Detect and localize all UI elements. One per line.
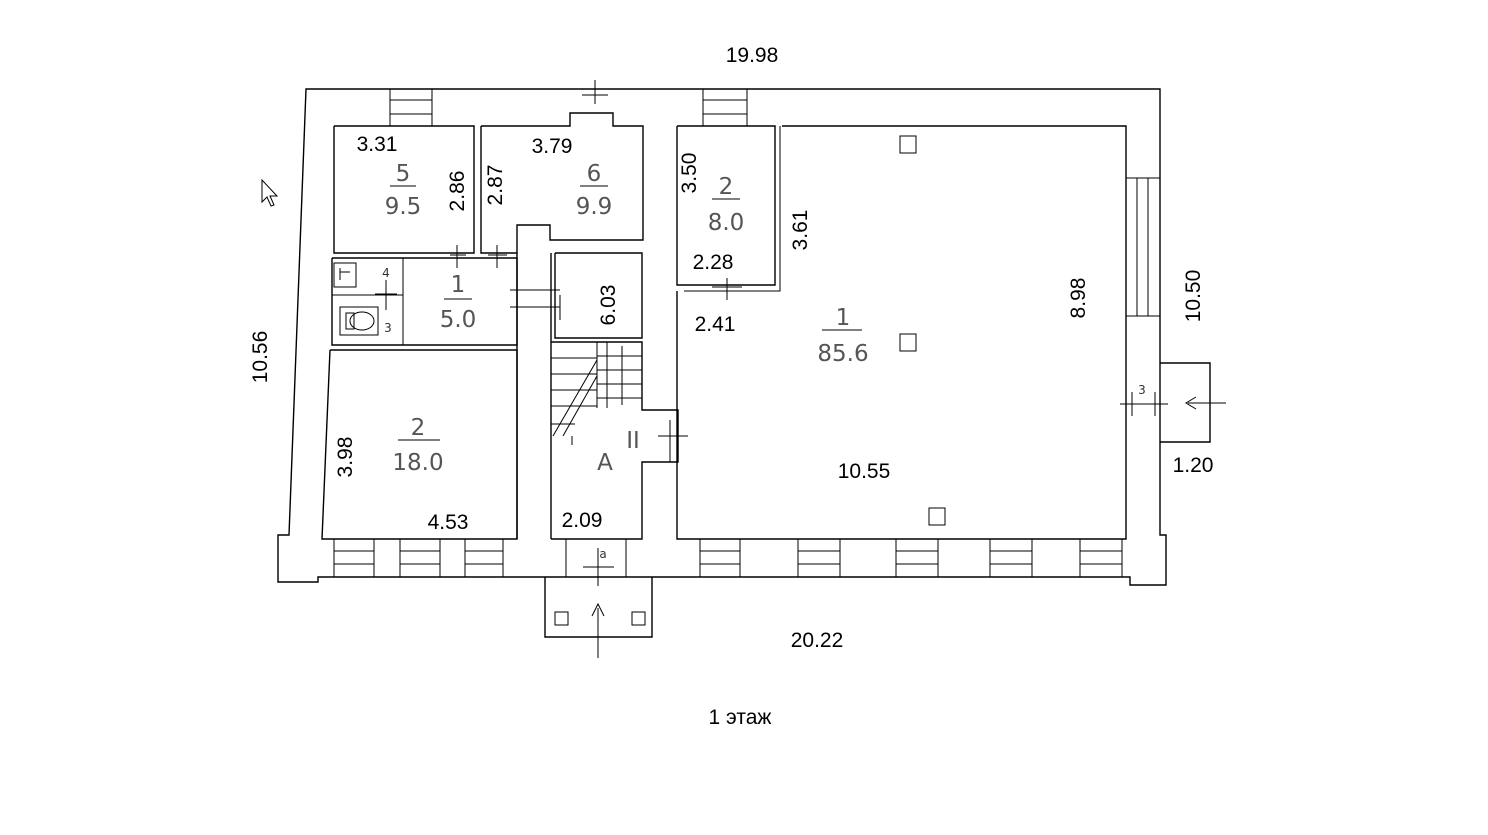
porch-bottom (544, 577, 653, 658)
columns (899, 135, 946, 526)
room-labels: 5 9.5 6 9.9 1 5.0 4 3 2 18.0 2 8.0 1 85.… (382, 161, 1146, 561)
dim-r2a-depth: 3.61 (789, 210, 812, 251)
room-5-area: 9.5 (385, 194, 422, 220)
dim-r6-height: 2.87 (484, 165, 507, 206)
dim-r2-height: 3.98 (334, 437, 357, 478)
window-right (1125, 177, 1161, 317)
floor-label: 1 этаж (709, 706, 772, 729)
stairs (551, 342, 642, 445)
outer-walls (277, 88, 1167, 586)
dimension-labels: 19.98 20.22 10.56 10.50 1.20 3.31 2.86 2… (249, 44, 1213, 652)
hall-number: 1 (836, 305, 851, 331)
dim-hall-offset: 2.41 (695, 313, 736, 336)
room-5-number: 5 (396, 161, 411, 187)
dim-porch-width: 1.20 (1173, 454, 1214, 477)
porch-right (1159, 362, 1226, 443)
dim-left-height: 10.56 (249, 331, 272, 384)
dim-stair-height: 6.03 (597, 285, 620, 326)
room-2a-area: 8.0 (708, 210, 745, 236)
dim-r5-width: 3.31 (357, 133, 398, 156)
stair-letter: А (597, 450, 613, 476)
room-6-number: 6 (587, 161, 602, 187)
room-4-number: 4 (382, 266, 390, 280)
dim-stair-width: 2.09 (562, 509, 603, 532)
dim-r5-height: 2.86 (446, 171, 469, 212)
doors (375, 80, 1168, 586)
dim-r2-width: 4.53 (428, 511, 469, 534)
room-1-area: 5.0 (440, 307, 477, 333)
stair-roman: II (626, 428, 640, 454)
dim-right-height: 10.50 (1182, 270, 1205, 323)
dim-hall-width: 10.55 (838, 460, 891, 483)
dim-hall-height: 8.98 (1067, 278, 1090, 319)
dim-r2a-height: 3.50 (678, 153, 701, 194)
room-2-number: 2 (411, 415, 426, 441)
entrance-a-label: а (599, 547, 606, 561)
room-3-number: 3 (384, 321, 392, 335)
dim-top-width: 19.98 (726, 44, 779, 67)
windows-top (389, 88, 748, 127)
porch-label: 3 (1138, 383, 1146, 397)
hall-area: 85.6 (817, 341, 868, 367)
dim-r6-width: 3.79 (532, 135, 573, 158)
windows-bottom (333, 538, 1123, 578)
room-1-number: 1 (451, 272, 466, 298)
room-2a-number: 2 (719, 174, 734, 200)
dim-r2a-width: 2.28 (693, 251, 734, 274)
room-6-area: 9.9 (576, 194, 613, 220)
dim-bottom-width: 20.22 (791, 629, 844, 652)
room-2-area: 18.0 (392, 450, 443, 476)
mouse-cursor-icon (261, 178, 279, 207)
sanitary-fixtures (333, 262, 379, 336)
